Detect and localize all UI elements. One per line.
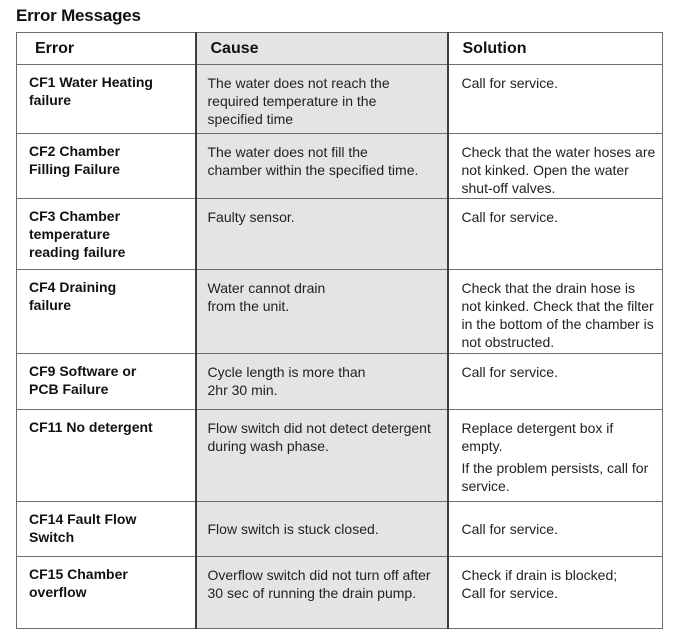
solution-cell: Check if drain is blocked;Call for servi… bbox=[447, 556, 663, 629]
table-header-row: Error Cause Solution bbox=[16, 32, 663, 65]
solution-cell: Check that the drain hose is not kinked.… bbox=[447, 269, 663, 354]
error-code-cell: CF11 No detergent bbox=[16, 409, 196, 502]
solution-cell: Replace detergent box if empty.If the pr… bbox=[447, 409, 663, 502]
solution-cell: Call for service. bbox=[447, 353, 663, 410]
column-header-error: Error bbox=[16, 32, 196, 65]
cause-cell: Faulty sensor. bbox=[194, 198, 449, 270]
cause-cell: Flow switch is stuck closed. bbox=[194, 501, 449, 557]
column-header-solution: Solution bbox=[447, 32, 663, 65]
solution-cell: Call for service. bbox=[447, 198, 663, 270]
page-title: Error Messages bbox=[16, 6, 141, 25]
table-row: CF11 No detergent Flow switch did not de… bbox=[16, 409, 663, 502]
column-header-cause: Cause bbox=[194, 32, 449, 65]
solution-cell: Call for service. bbox=[447, 64, 663, 134]
solution-cell: Call for service. bbox=[447, 501, 663, 557]
solution-cell: Check that the water hoses are not kinke… bbox=[447, 133, 663, 199]
